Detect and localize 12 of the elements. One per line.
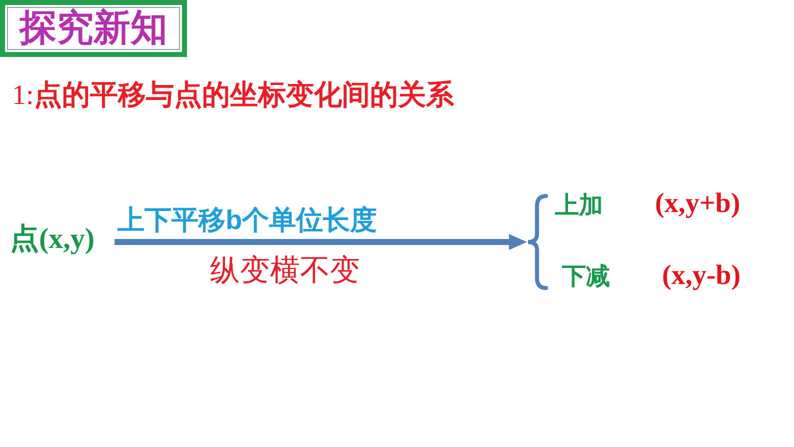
curly-brace: [527, 194, 547, 290]
rule-note: 纵变横不变: [210, 254, 360, 288]
edge-label: 上下平移b个单位长度: [118, 205, 378, 236]
operation-label: 下减: [562, 263, 610, 291]
operation-label: 上加: [555, 192, 603, 220]
heading-box: [0, 0, 187, 57]
heading-text: 探究新知: [20, 8, 168, 49]
coordinate-label: (x,y+b): [655, 188, 740, 220]
subtitle-heading: 1:点的平移与点的坐标变化间的关系: [12, 79, 454, 112]
arrow: [114, 234, 527, 250]
point-label: 点(x,y): [10, 223, 95, 256]
coordinate-label: (x,y-b): [662, 260, 741, 292]
